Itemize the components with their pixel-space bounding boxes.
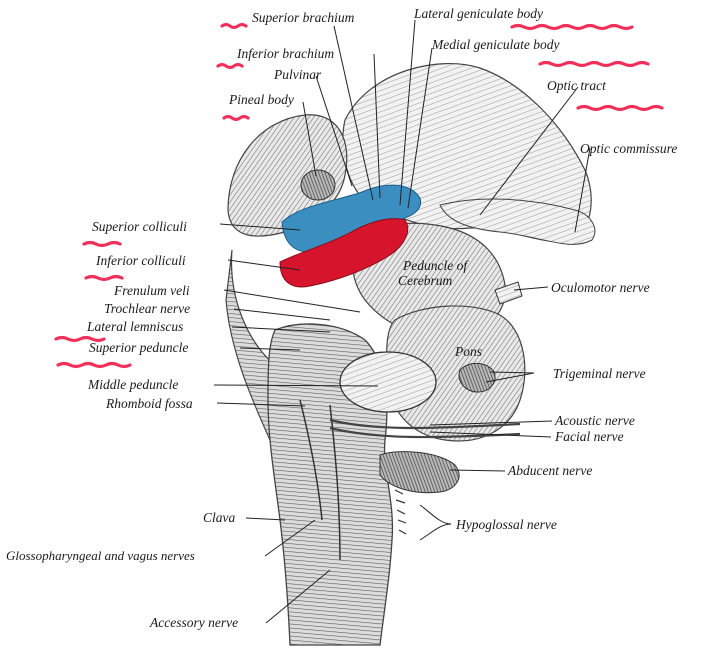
label-lateral-geniculate-body: Lateral geniculate body (413, 6, 543, 21)
mark-2 (510, 23, 634, 31)
label-accessory-nerve: Accessory nerve (149, 615, 238, 630)
brainstem-body (225, 62, 596, 646)
label-inferior-brachium: Inferior brachium (236, 46, 334, 61)
label-abducent-nerve: Abducent nerve (507, 463, 592, 478)
label-frenulum-veli: Frenulum veli (113, 283, 190, 298)
mark-7 (82, 240, 122, 248)
mark-9 (54, 335, 106, 343)
label-hypoglossal-nerve: Hypoglossal nerve (455, 517, 557, 532)
oculomotor-root (494, 281, 523, 305)
label-superior-colliculi: Superior colliculi (92, 219, 187, 234)
label-trochlear-nerve: Trochlear nerve (104, 301, 190, 316)
label-clava: Clava (203, 510, 235, 525)
label-superior-peduncle: Superior peduncle (89, 340, 188, 355)
acoustic-facial-bands (329, 418, 521, 439)
pineal-body-shape (300, 169, 336, 201)
mark-4 (538, 60, 650, 68)
olive-region (379, 451, 460, 494)
label-rhomboid-fossa: Rhomboid fossa (105, 396, 193, 411)
label-optic-commissure: Optic commissure (580, 141, 677, 156)
mark-5 (576, 104, 664, 112)
optic-tract-band (439, 198, 596, 245)
label-peduncle-of-cerebrum-line2: Cerebrum (398, 273, 452, 288)
inferior-colliculi-highlight (279, 218, 409, 288)
label-pons: Pons (454, 344, 482, 359)
label-facial-nerve: Facial nerve (554, 429, 624, 444)
label-pineal-body: Pineal body (228, 92, 294, 107)
label-medial-geniculate-body: Medial geniculate body (431, 37, 559, 52)
label-middle-peduncle: Middle peduncle (87, 377, 178, 392)
label-lateral-lemniscus: Lateral lemniscus (86, 319, 183, 334)
trigeminal-root (458, 363, 496, 393)
leader-lines (213, 19, 591, 624)
label-acoustic-nerve: Acoustic nerve (554, 413, 635, 428)
label-superior-brachium: Superior brachium (252, 10, 355, 25)
label-trigeminal-nerve: Trigeminal nerve (553, 366, 646, 381)
label-peduncle-of-cerebrum: Peduncle of (402, 258, 469, 273)
annotation-marks (54, 22, 664, 369)
label-optic-tract: Optic tract (547, 78, 607, 93)
labels: Superior brachium Lateral geniculate bod… (6, 6, 677, 630)
label-oculomotor-nerve: Oculomotor nerve (551, 280, 650, 295)
middle-peduncle-shape (339, 351, 437, 413)
mark-3 (216, 62, 244, 70)
label-pulvinar: Pulvinar (273, 67, 322, 82)
mark-8 (84, 274, 124, 282)
mark-10 (56, 361, 132, 369)
label-glossopharyngeal-vagus: Glossopharyngeal and vagus nerves (6, 548, 195, 563)
hypoglossal-rootlets (394, 489, 407, 535)
mark-6 (222, 114, 250, 122)
label-inferior-colliculi: Inferior colliculi (95, 253, 186, 268)
mark-1 (220, 22, 248, 30)
